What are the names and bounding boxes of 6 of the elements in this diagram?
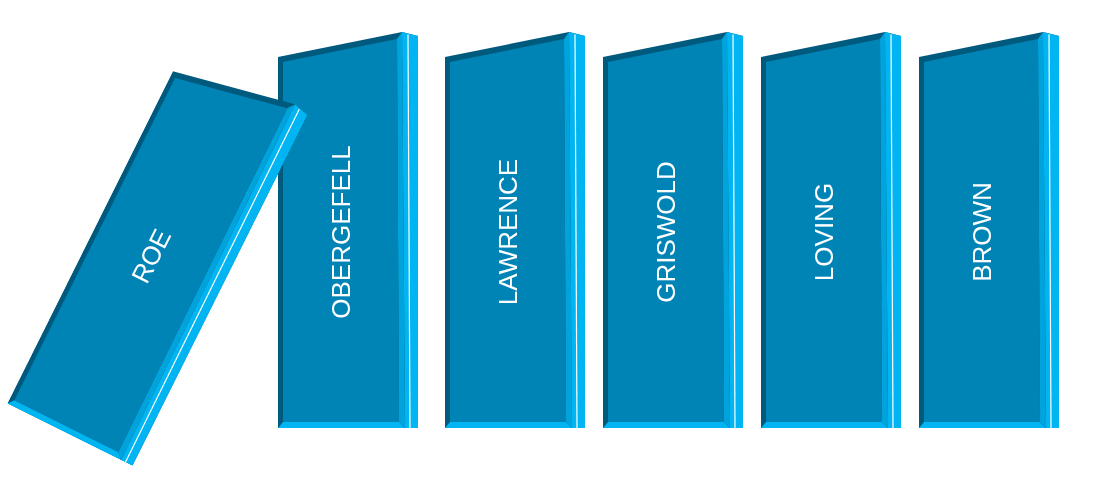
- case-name: GRISWOLD: [653, 161, 679, 303]
- case-name: LOVING: [811, 182, 837, 282]
- case-name: ROE: [126, 224, 176, 287]
- case-name: BROWN: [969, 182, 995, 282]
- case-name: OBERGEFELL: [328, 145, 354, 319]
- case-name: LAWRENCE: [495, 158, 521, 306]
